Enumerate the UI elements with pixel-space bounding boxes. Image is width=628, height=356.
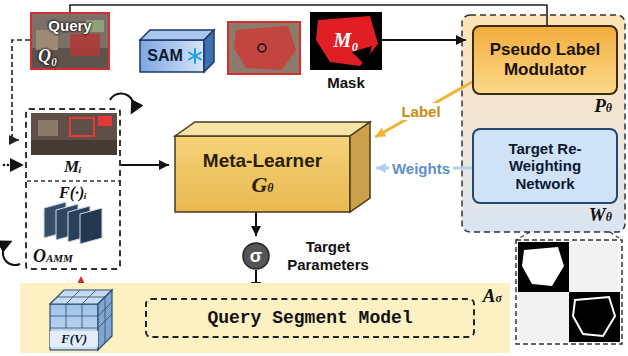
drawing-part	[50, 328, 98, 329]
drawing-part	[50, 304, 98, 350]
node-text: Aσ	[483, 285, 502, 307]
process-box: Query Segment Model	[145, 298, 475, 338]
drawing-part	[228, 22, 300, 74]
masked-image	[228, 22, 300, 74]
node-text: F(V)	[50, 331, 98, 347]
drawing-part	[70, 118, 94, 136]
drawing-part	[38, 120, 58, 136]
drawing-part	[57, 297, 105, 298]
sigmoid-circle: σ	[242, 242, 270, 270]
connector	[70, 5, 547, 25]
node-text: Meta-Learner	[203, 150, 322, 172]
mask-image	[310, 12, 382, 70]
node-text: Target Re-Weighting Network	[482, 140, 608, 192]
frozen-snowflake	[189, 49, 201, 63]
separator	[27, 180, 119, 182]
drawing-part	[189, 53, 201, 60]
node-text: OAMM	[33, 246, 73, 267]
drawing-part	[516, 240, 622, 344]
connector	[375, 82, 472, 137]
drawing-part	[140, 40, 204, 72]
connector	[12, 40, 30, 140]
drawing-part	[204, 30, 214, 72]
node-text: Wθ	[589, 204, 612, 226]
drawing-part	[3, 164, 6, 167]
drawing-part	[98, 314, 112, 328]
drawing-part	[310, 12, 382, 70]
node-text: Gθ	[251, 172, 273, 198]
drawing-part	[31, 113, 117, 155]
drawing-part	[610, 232, 622, 240]
support-image	[31, 113, 117, 155]
node-text: SAM	[147, 47, 183, 65]
node-text: F(·)ᵢ	[27, 184, 119, 202]
process-box: Target Re-Weighting NetworkWθ	[472, 128, 618, 204]
node-text: Mᵢ	[27, 157, 119, 177]
edge-label: Weights	[389, 160, 453, 177]
drawing-part	[518, 242, 569, 292]
drawing-part	[569, 292, 620, 342]
drawing-part	[50, 316, 98, 317]
drawing-part	[228, 22, 300, 74]
sam-block: SAM	[140, 30, 214, 72]
drawing-part	[80, 208, 102, 244]
drawing-part	[258, 44, 266, 52]
node-text: σ	[250, 247, 262, 265]
drawing-part	[243, 243, 269, 269]
drawing-part	[70, 34, 100, 56]
meta-learner-block: Meta-LearnerGθ	[175, 122, 370, 212]
drawing-part	[7, 164, 10, 167]
feature-cube: F(V)	[50, 290, 112, 350]
drawing-part	[194, 49, 196, 63]
connector	[382, 39, 466, 41]
loop-arrow	[3, 242, 20, 265]
drawing-part	[234, 26, 296, 70]
drawing-part	[522, 247, 564, 286]
drawing-part	[175, 136, 350, 212]
module-group	[462, 15, 625, 232]
query-image	[30, 12, 110, 70]
node-text: Pseudo Label Modulator	[482, 40, 608, 79]
drawing-part	[175, 122, 370, 136]
drawing-part	[11, 164, 14, 167]
node-text: Q₀	[38, 46, 57, 67]
drawing-part	[350, 122, 370, 212]
feature-maps	[44, 202, 102, 244]
annotation-label: Target Parameters	[278, 238, 378, 274]
drawing-part	[30, 12, 110, 70]
node-text: Query Segment Model	[207, 308, 412, 328]
node-text: M₀	[311, 29, 381, 52]
drawing-part	[518, 292, 569, 342]
drawing-part	[189, 53, 201, 60]
drawing-part	[573, 297, 615, 336]
drawing-part	[15, 164, 21, 166]
process-box: Pseudo Label ModulatorPθ	[472, 25, 618, 95]
drawing-part	[98, 116, 112, 126]
drawing-part	[105, 297, 106, 343]
weight-thumbnails	[516, 232, 622, 344]
drawing-part	[516, 232, 530, 240]
edge-label: Label	[398, 103, 443, 120]
query-image-box: QueryQ₀	[30, 12, 110, 70]
drawing-part	[569, 242, 620, 292]
memory-box: MᵢF(·)ᵢOAMM	[25, 108, 121, 270]
drawing-part	[98, 302, 112, 316]
node-text: Pθ	[594, 95, 612, 117]
drawing-part	[31, 140, 117, 155]
mask-box: M₀Mask	[310, 12, 382, 70]
drawing-part	[98, 290, 112, 350]
model-band: AσF(V) Query Segment Model	[20, 283, 510, 353]
node-text: Query	[32, 17, 108, 34]
node-text: Mask	[301, 74, 391, 91]
connector	[255, 212, 257, 236]
drawing-part	[140, 30, 214, 40]
ellipsis-dots	[3, 164, 21, 167]
connector	[121, 164, 169, 166]
